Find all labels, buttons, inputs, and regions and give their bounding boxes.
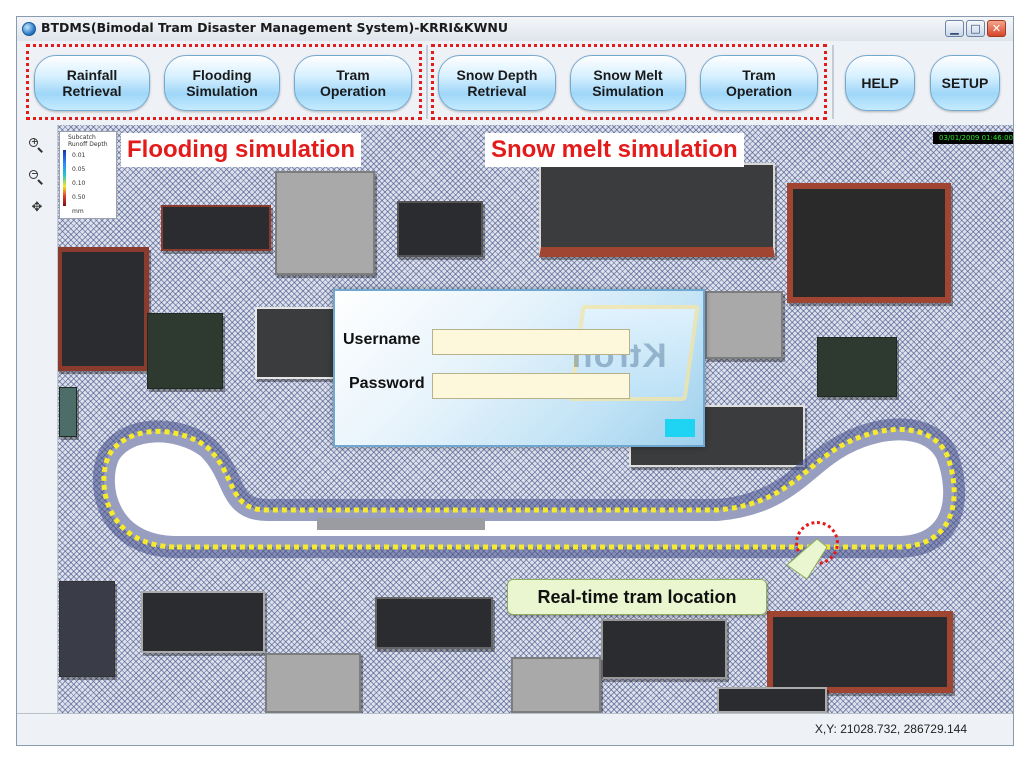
- login-dialog: Ktron Username Password: [333, 289, 705, 447]
- simulation-timestamp: 03/01/2009 01:46:00: [933, 132, 1013, 144]
- snow-group-highlight: [431, 44, 827, 120]
- username-label: Username: [343, 331, 421, 348]
- building: [161, 205, 271, 251]
- building: [275, 171, 375, 275]
- building: [265, 653, 361, 713]
- close-icon: ✕: [991, 22, 1002, 35]
- flooding-simulation-button[interactable]: Flooding Simulation: [164, 55, 280, 111]
- tram-location-callout: Real-time tram location: [507, 579, 767, 615]
- maximize-button[interactable]: □: [966, 20, 985, 37]
- platform: [317, 518, 485, 530]
- legend-unit: mm: [72, 208, 84, 215]
- map-view[interactable]: + − ✥ Subcatch Runoff Depth 0.01 0.05 0.…: [17, 125, 1013, 713]
- flooding-simulation-annotation: Flooding simulation: [121, 133, 361, 167]
- zoom-out-button[interactable]: −: [28, 169, 46, 187]
- status-bar: X,Y: 21028.732, 286729.144: [17, 713, 1013, 745]
- flooding-group-highlight: [26, 44, 422, 120]
- toolbar-separator: [426, 45, 428, 119]
- snow-melt-simulation-annotation: Snow melt simulation: [485, 133, 744, 167]
- app-globe-icon: [22, 22, 36, 36]
- toolbar-separator: [832, 45, 834, 119]
- password-label: Password: [349, 375, 425, 392]
- building: [601, 619, 727, 679]
- legend-title-line1: Subcatch: [68, 134, 96, 141]
- main-toolbar: Rainfall Retrieval Flooding Simulation T…: [17, 41, 1013, 126]
- building: [539, 163, 775, 257]
- building: [787, 183, 951, 303]
- building: [717, 687, 827, 713]
- snow-melt-simulation-button[interactable]: Snow Melt Simulation: [570, 55, 686, 111]
- legend-level: 0.01: [72, 152, 86, 159]
- legend-level: 0.05: [72, 166, 86, 173]
- building: [57, 247, 149, 371]
- zoom-out-icon: −: [29, 169, 38, 179]
- legend-title-line2: Runoff Depth: [68, 141, 108, 148]
- building: [767, 611, 953, 693]
- building: [59, 581, 115, 677]
- title-bar[interactable]: BTDMS(Bimodal Tram Disaster Management S…: [17, 17, 1013, 42]
- close-button[interactable]: ✕: [987, 20, 1006, 37]
- track-line: [101, 426, 957, 550]
- tram-operation-snow-button[interactable]: Tram Operation: [700, 55, 818, 111]
- zoom-in-button[interactable]: +: [28, 137, 46, 155]
- legend-level: 0.50: [72, 194, 86, 201]
- building: [705, 291, 783, 359]
- runoff-legend: Subcatch Runoff Depth 0.01 0.05 0.10 0.5…: [59, 131, 117, 219]
- building: [375, 597, 493, 649]
- zoom-in-icon: +: [29, 137, 38, 147]
- map-tool-strip: + − ✥: [17, 125, 58, 713]
- login-corner-block: [665, 419, 695, 437]
- pan-button[interactable]: ✥: [28, 199, 46, 217]
- app-window: BTDMS(Bimodal Tram Disaster Management S…: [16, 16, 1014, 746]
- help-button[interactable]: HELP: [845, 55, 915, 111]
- password-input[interactable]: [432, 373, 630, 399]
- legend-level: 0.10: [72, 180, 86, 187]
- legend-color-bar: [63, 150, 66, 206]
- building: [397, 201, 483, 257]
- snow-depth-retrieval-button[interactable]: Snow Depth Retrieval: [438, 55, 556, 111]
- setup-button[interactable]: SETUP: [930, 55, 1000, 111]
- minimize-icon: ▁: [950, 22, 959, 35]
- cursor-coordinates: X,Y: 21028.732, 286729.144: [814, 722, 967, 736]
- tram-operation-flood-button[interactable]: Tram Operation: [294, 55, 412, 111]
- building: [147, 313, 223, 389]
- building: [817, 337, 897, 397]
- username-input[interactable]: [432, 329, 630, 355]
- building: [511, 657, 601, 713]
- building: [59, 387, 77, 437]
- window-title: BTDMS(Bimodal Tram Disaster Management S…: [41, 20, 509, 35]
- building: [141, 591, 265, 653]
- tram-track: [92, 418, 966, 558]
- minimize-button[interactable]: ▁: [945, 20, 964, 37]
- callout-pointer: [786, 538, 828, 580]
- maximize-icon: □: [970, 22, 981, 35]
- pan-icon: ✥: [31, 200, 43, 215]
- rainfall-retrieval-button[interactable]: Rainfall Retrieval: [34, 55, 150, 111]
